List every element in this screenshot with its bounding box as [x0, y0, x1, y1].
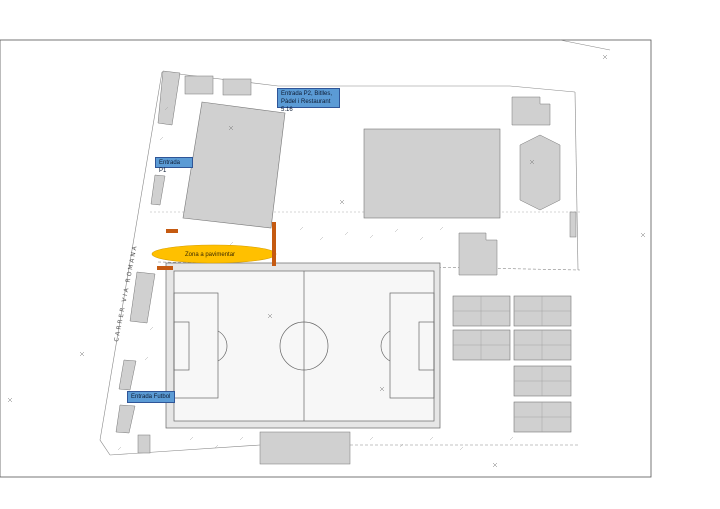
- label-entrada-futbol-text: Entrada Futbol: [131, 394, 171, 400]
- barrier-vertical: [272, 222, 276, 266]
- padel-courts: [452, 295, 572, 433]
- label-entrada-p1-text: Entrada P1: [159, 160, 181, 174]
- paving-zone-label: Zona a pavimentar: [185, 252, 235, 258]
- football-pitch: [165, 262, 441, 429]
- label-entrada-p1: Entrada P1: [155, 157, 193, 174]
- label-entrada-p2: Entrada P2, Bitlles, Pàdel i Restaurant …: [277, 88, 340, 113]
- survey-marks: [7, 54, 646, 468]
- building-pavilion: [182, 101, 286, 229]
- label-entrada-p2-line1: Entrada P2, Bitlles,: [281, 91, 333, 97]
- label-entrada-futbol: Entrada Futbol: [127, 391, 175, 403]
- plan-frame: [0, 39, 652, 478]
- right-buildings: [458, 96, 577, 276]
- building-hall-2: [363, 128, 501, 219]
- street-buildings: [115, 70, 252, 454]
- building-south: [259, 431, 351, 465]
- barrier-bottom: [157, 266, 173, 270]
- tick-glyphs: [117, 106, 514, 451]
- barrier-top: [166, 229, 178, 233]
- label-entrada-p2-line2: Pàdel i Restaurant 5.16: [281, 99, 331, 113]
